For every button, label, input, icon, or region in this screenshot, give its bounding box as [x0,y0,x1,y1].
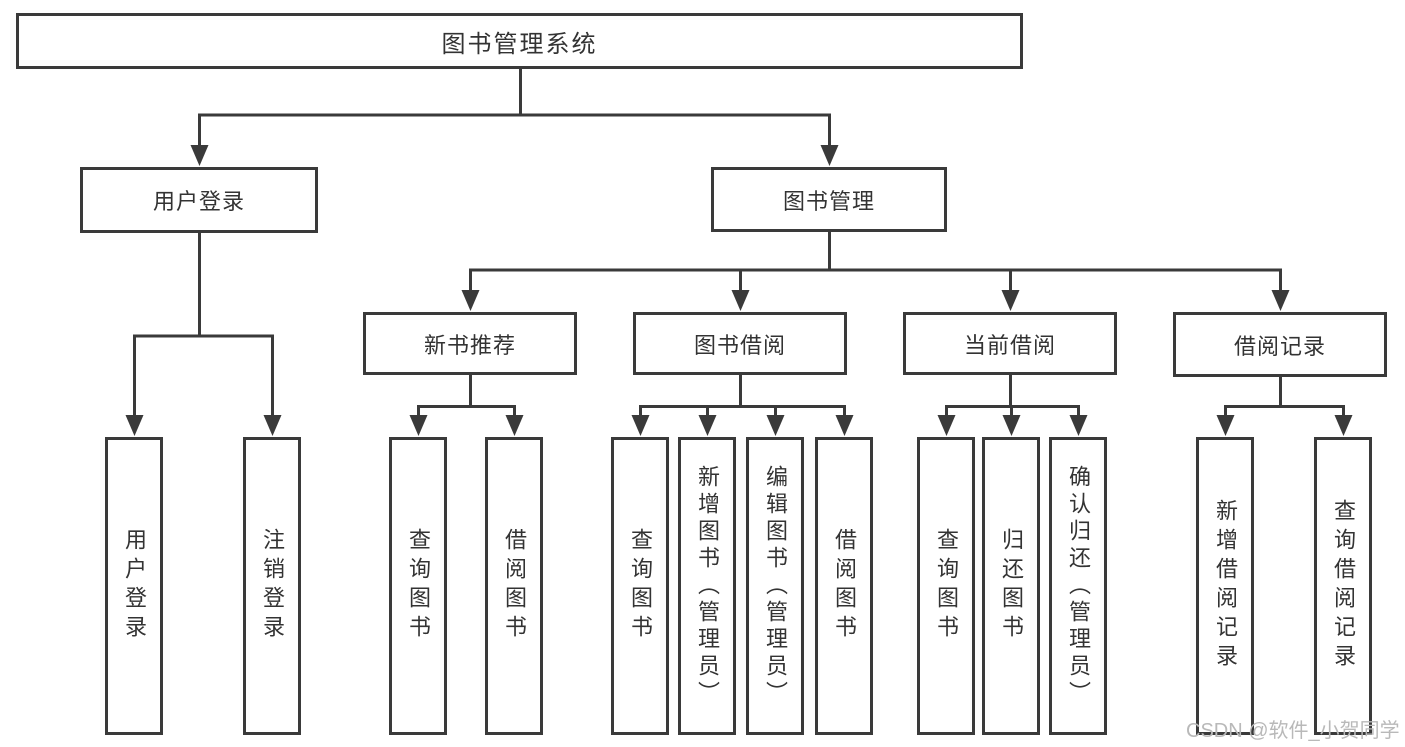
leaf-user-login: 用户登录 [105,437,163,735]
node-label: 查询借阅记录 [1331,499,1356,673]
node-label: 归还图书 [999,528,1024,644]
leaf-confirm-return-admin: 确认归还（管理员） [1049,437,1107,735]
node-label: 注销登录 [260,528,285,644]
node-label: 图书管理 [782,188,875,214]
leaf-logout: 注销登录 [243,437,301,735]
csdn-watermark: CSDN @软件_小贺同学 [1186,720,1400,742]
node-label: 查询图书 [934,528,959,644]
node-label: 确认归还（管理员） [1066,464,1091,708]
node-label: 查询图书 [628,528,653,644]
node-label: 图书管理系统 [441,30,598,58]
arrowheads [125,145,1353,436]
leaf-add-borrow-record: 新增借阅记录 [1196,437,1254,735]
leaf-return-books: 归还图书 [982,437,1040,735]
node-label: 用户登录 [152,189,245,214]
leaf-query-books-recommend: 查询图书 [389,437,447,735]
node-label: 当前借阅 [963,332,1056,358]
node-current-borrow: 当前借阅 [903,312,1117,375]
node-library-management-system: 图书管理系统 [16,13,1023,69]
node-new-book-recommend: 新书推荐 [363,312,577,375]
node-book-management: 图书管理 [711,167,947,232]
leaf-query-books-current: 查询图书 [917,437,975,735]
node-label: 新增借阅记录 [1213,499,1238,673]
leaf-add-books-admin: 新增图书（管理员） [678,437,736,735]
node-label: 新增图书（管理员） [695,464,720,708]
node-borrow-records: 借阅记录 [1173,312,1387,377]
node-label: 新书推荐 [423,332,516,358]
node-label: 编辑图书（管理员） [763,464,788,708]
leaf-borrow-books-recommend: 借阅图书 [485,437,543,735]
node-label: 查询图书 [406,528,431,644]
node-book-borrow: 图书借阅 [633,312,847,375]
leaf-borrow-books: 借阅图书 [815,437,873,735]
leaf-query-borrow-record: 查询借阅记录 [1314,437,1372,735]
node-label: 借阅图书 [502,528,527,644]
node-label: 借阅图书 [832,528,857,644]
node-user-login: 用户登录 [80,167,318,233]
leaf-edit-books-admin: 编辑图书（管理员） [746,437,804,735]
node-label: 用户登录 [122,528,147,644]
node-label: 图书借阅 [693,332,786,358]
node-label: 借阅记录 [1233,333,1326,359]
leaf-query-books-borrow: 查询图书 [611,437,669,735]
